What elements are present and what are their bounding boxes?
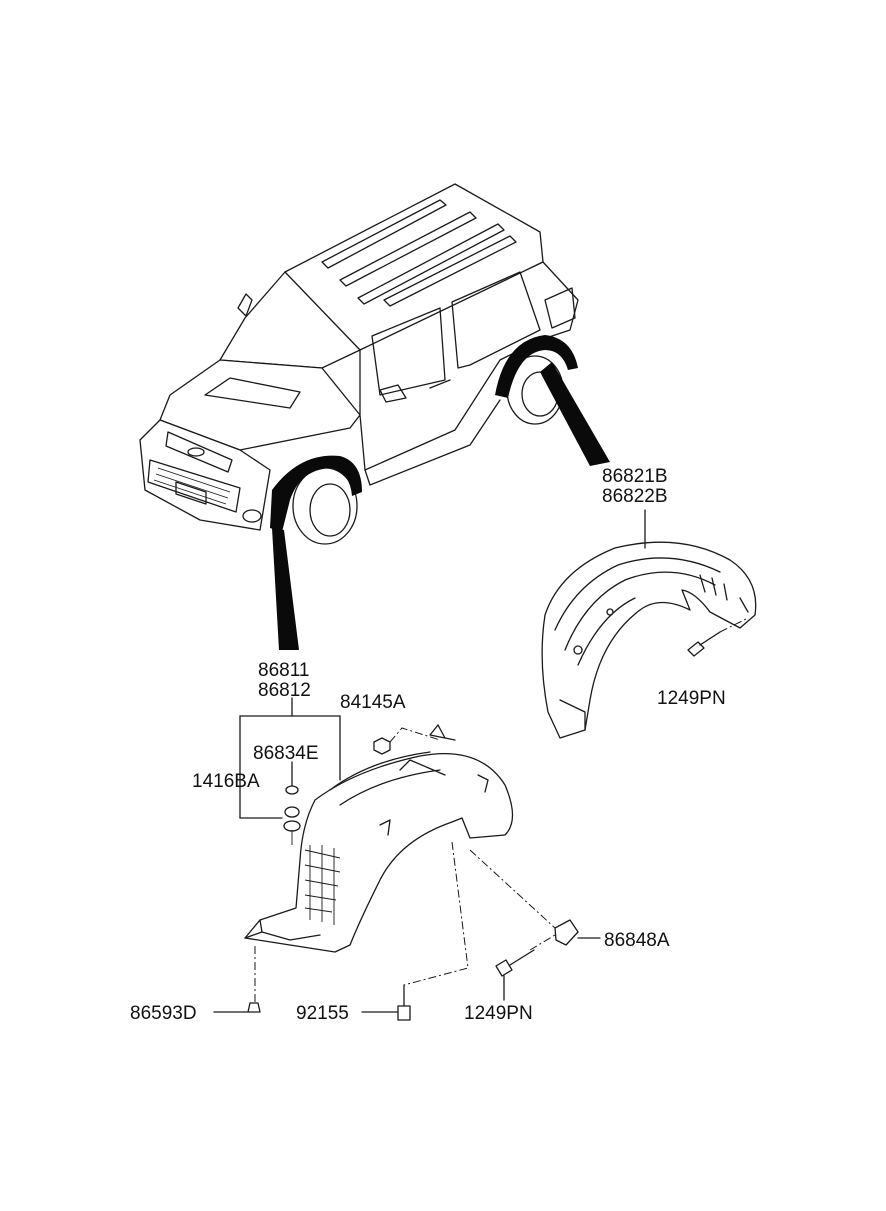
label-86822B: 86822B xyxy=(602,486,668,507)
front-liner-callout-bracket xyxy=(239,697,341,845)
part-number-labels: 86821B 86822B 1249PN 86811 86812 84145A … xyxy=(130,466,726,1024)
label-front-1249PN: 1249PN xyxy=(464,1003,533,1024)
label-92155: 92155 xyxy=(296,1003,349,1024)
label-86821B: 86821B xyxy=(602,466,668,487)
rear-wheel-liner xyxy=(541,541,757,739)
rear-screw-leader xyxy=(719,617,749,633)
label-86834E: 86834E xyxy=(253,743,319,764)
front-wheel-liner xyxy=(244,724,579,1021)
label-86812: 86812 xyxy=(258,680,311,701)
label-rear-1249PN: 1249PN xyxy=(657,688,726,709)
hardware-leaders xyxy=(213,727,601,1013)
label-84145A: 84145A xyxy=(340,692,406,713)
label-86848A: 86848A xyxy=(604,930,670,951)
label-1416BA: 1416BA xyxy=(192,771,260,792)
label-86593D: 86593D xyxy=(130,1003,197,1024)
vehicle-illustration xyxy=(139,183,610,650)
label-86811: 86811 xyxy=(258,660,309,681)
